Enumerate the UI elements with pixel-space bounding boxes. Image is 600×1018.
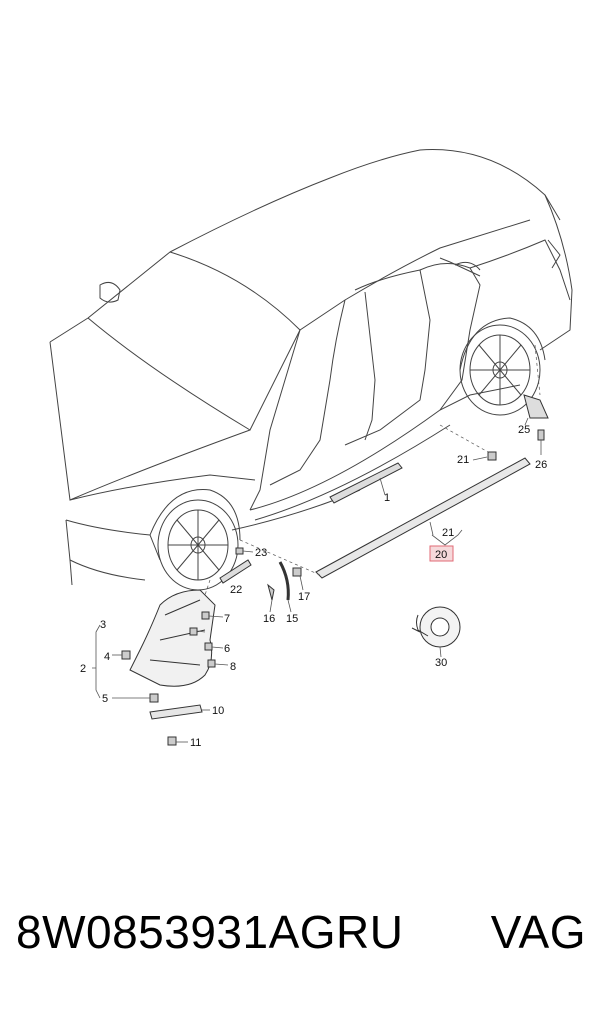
callout-label: 6: [224, 643, 230, 655]
highlighted-callout-box: [429, 545, 454, 562]
callout-label: 5: [102, 693, 108, 705]
callout-label: 7: [224, 613, 230, 625]
callout-label: 23: [255, 547, 267, 559]
callout-label: 22: [230, 584, 242, 596]
part-30-adhesive-tape-roll: [411, 606, 461, 648]
callout-label: 16: [263, 613, 275, 625]
callout-label: 17: [298, 591, 310, 603]
callout-label: 30: [435, 657, 447, 669]
callout-label: 4: [104, 651, 110, 663]
callout-label: 3: [100, 619, 106, 631]
footer: 8W0853931AGRU VAG: [0, 905, 600, 985]
callout-label: 1: [384, 492, 390, 504]
callout-label: 25: [518, 424, 530, 436]
callout-label: 8: [230, 661, 236, 673]
brand-label: VAG: [490, 906, 586, 958]
part-1-door-sill-trim: [329, 462, 403, 504]
callout-label-highlighted: 20: [435, 549, 447, 561]
callout-label: 15: [286, 613, 298, 625]
car-body-outline: [49, 149, 573, 591]
callout-label: 21: [457, 454, 469, 466]
callout-label: 11: [190, 737, 201, 749]
part-20-side-sill-strip: [315, 457, 531, 579]
callout-label: 26: [535, 459, 547, 471]
callout-label: 10: [212, 705, 224, 717]
part-21-clip: [487, 451, 497, 461]
part-number: 8W0853931AGRU: [16, 906, 404, 958]
part-2-wheelhouse-liner: [129, 589, 216, 687]
callout-label: 21: [442, 527, 454, 539]
callout-labels: 1 2 3 4 5 6 7 8 10 11 15 16 17 20 21 21 …: [80, 424, 547, 749]
callout-label: 2: [80, 663, 86, 675]
